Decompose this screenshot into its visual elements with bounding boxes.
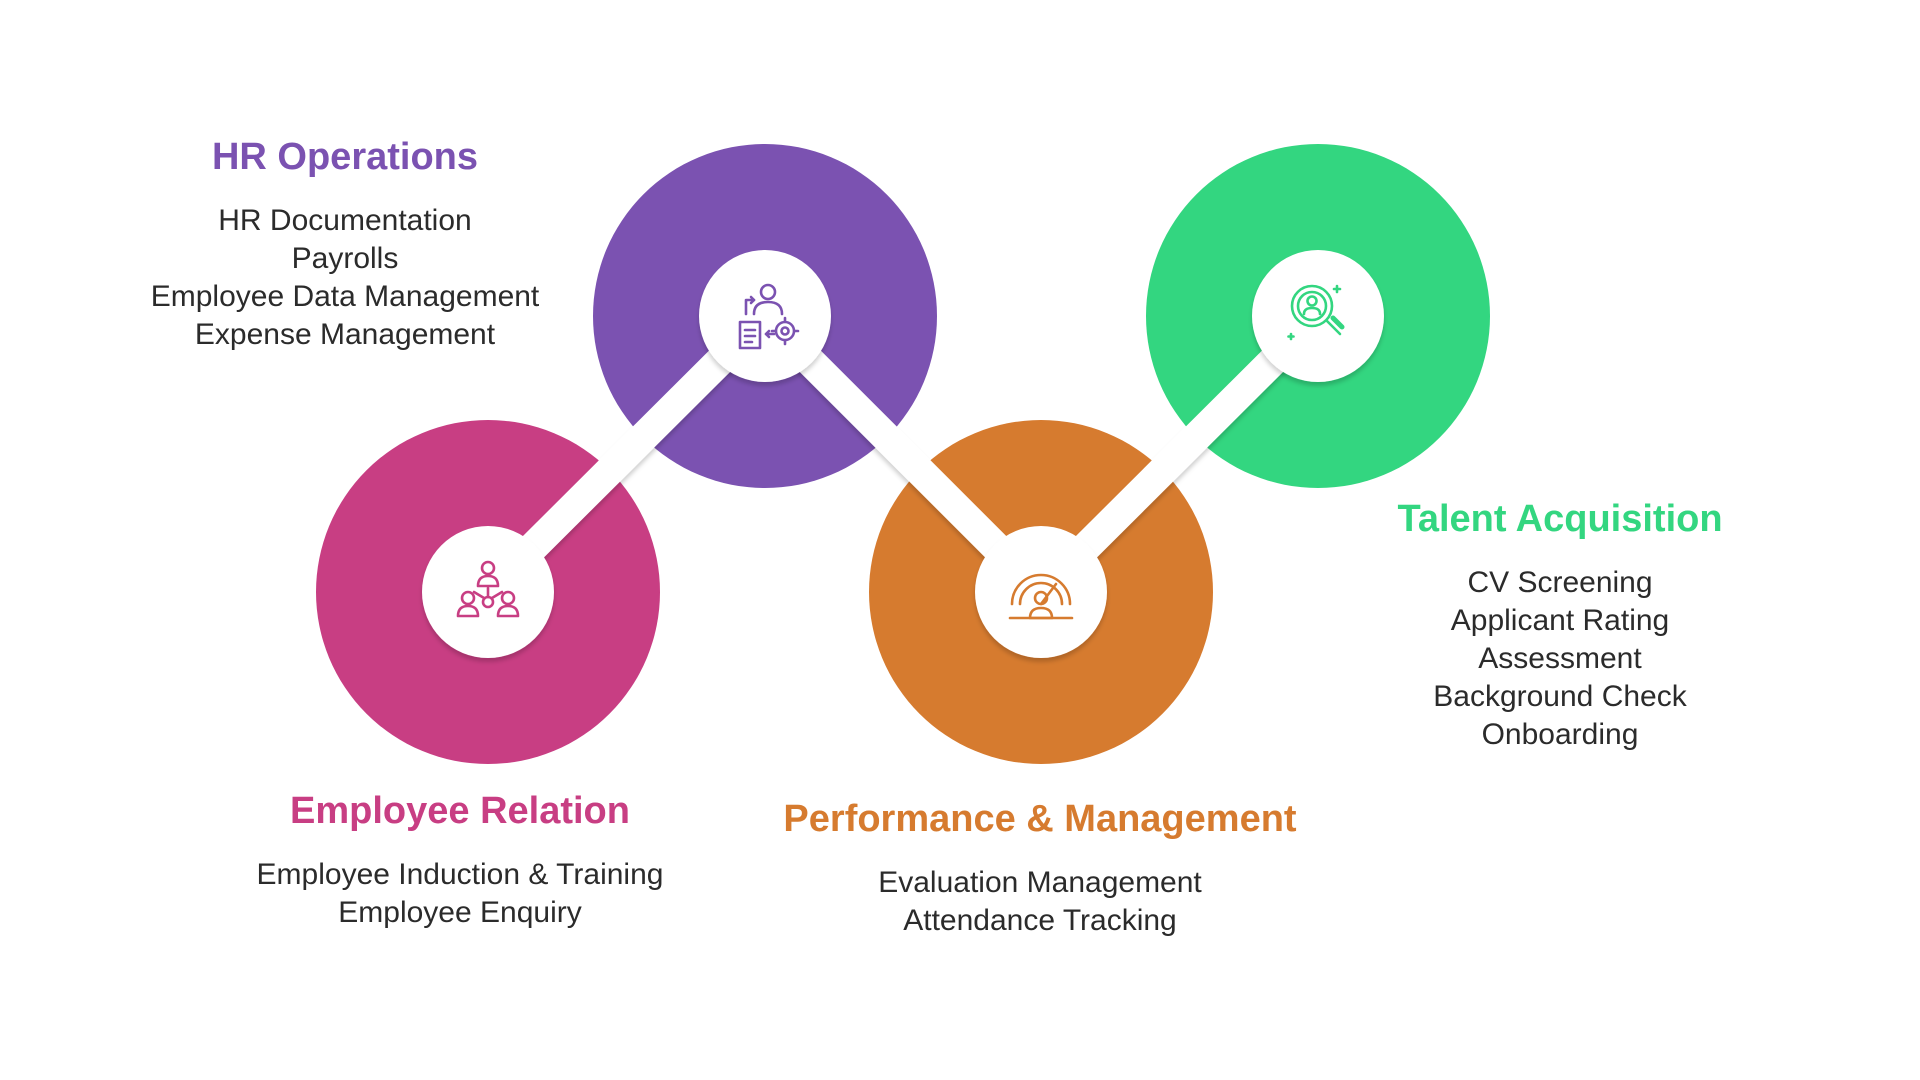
hr-operations-list: HR Documentation Payrolls Employee Data … xyxy=(110,202,580,354)
list-item: Evaluation Management xyxy=(878,866,1202,899)
employee-relation-block: Employee Relation Employee Induction & T… xyxy=(200,788,720,932)
list-item: Payrolls xyxy=(291,242,399,275)
talent-search-magnifier-icon xyxy=(1287,284,1345,341)
performance-gauge-icon xyxy=(1008,573,1074,620)
performance-management-block: Performance & Management Evaluation Mana… xyxy=(730,796,1350,940)
list-item: Background Check xyxy=(1433,680,1687,713)
list-item: Employee Induction & Training xyxy=(256,858,664,891)
list-item: CV Screening xyxy=(1467,566,1653,599)
list-item: Applicant Rating xyxy=(1450,604,1670,637)
employee-relation-title: Employee Relation xyxy=(290,790,630,832)
list-item: Attendance Tracking xyxy=(903,904,1177,937)
employee-network-icon xyxy=(456,560,520,618)
talent-acquisition-title: Talent Acquisition xyxy=(1397,498,1723,540)
list-item: HR Documentation xyxy=(218,204,472,237)
talent-acquisition-block: Talent Acquisition CV Screening Applican… xyxy=(1350,496,1770,754)
list-item: Assessment xyxy=(1478,642,1642,675)
talent-acquisition-list: CV Screening Applicant Rating Assessment… xyxy=(1350,564,1770,754)
performance-management-list: Evaluation Management Attendance Trackin… xyxy=(730,864,1350,940)
hr-operations-hub xyxy=(699,250,831,382)
list-item: Onboarding xyxy=(1481,718,1639,751)
employee-relation-list: Employee Induction & Training Employee E… xyxy=(200,856,720,932)
hr-operations-block: HR Operations HR Documentation Payrolls … xyxy=(110,134,580,354)
hr-operations-title: HR Operations xyxy=(211,136,479,178)
list-item: Employee Data Management xyxy=(150,280,540,313)
list-item: Employee Enquiry xyxy=(338,896,582,929)
performance-management-title: Performance & Management xyxy=(783,798,1297,840)
list-item: Expense Management xyxy=(194,318,496,351)
talent-acquisition-hub xyxy=(1252,250,1384,382)
hr-operations-document-gear-icon xyxy=(738,283,800,350)
